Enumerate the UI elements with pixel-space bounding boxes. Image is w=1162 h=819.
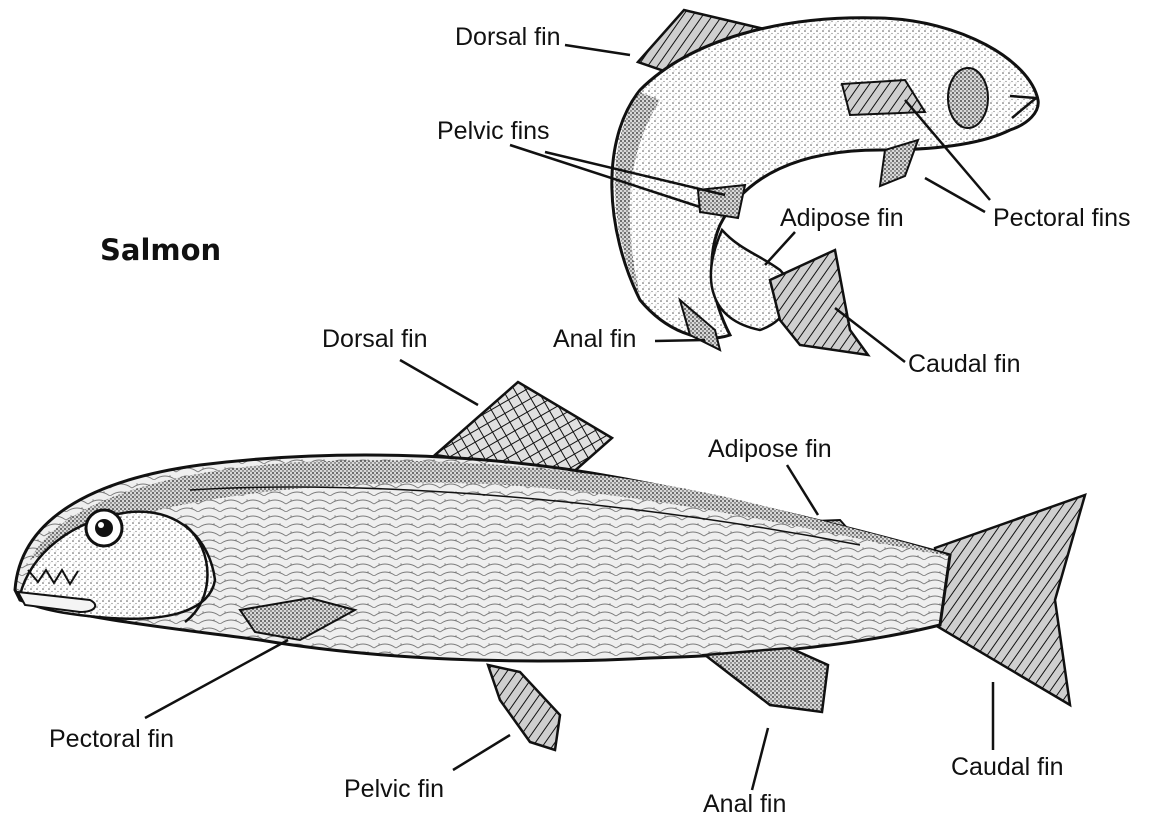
label-side-pelvic-fin: Pelvic fin (344, 777, 444, 802)
label-leaping-anal-fin: Anal fin (553, 327, 636, 352)
label-leaping-caudal-fin: Caudal fin (908, 352, 1021, 377)
label-side-pectoral-fin: Pectoral fin (49, 727, 174, 752)
label-leaping-dorsal-fin: Dorsal fin (455, 25, 561, 50)
diagram-title: Salmon (100, 236, 221, 265)
label-side-anal-fin: Anal fin (703, 792, 786, 817)
label-leaping-pectoral-fins: Pectoral fins (993, 206, 1131, 231)
label-leaping-adipose-fin: Adipose fin (780, 206, 904, 231)
label-side-dorsal-fin: Dorsal fin (322, 327, 428, 352)
label-side-adipose-fin: Adipose fin (708, 437, 832, 462)
side-salmon-drawing (15, 382, 1085, 750)
label-side-caudal-fin: Caudal fin (951, 755, 1064, 780)
label-leaping-pelvic-fins: Pelvic fins (437, 119, 550, 144)
